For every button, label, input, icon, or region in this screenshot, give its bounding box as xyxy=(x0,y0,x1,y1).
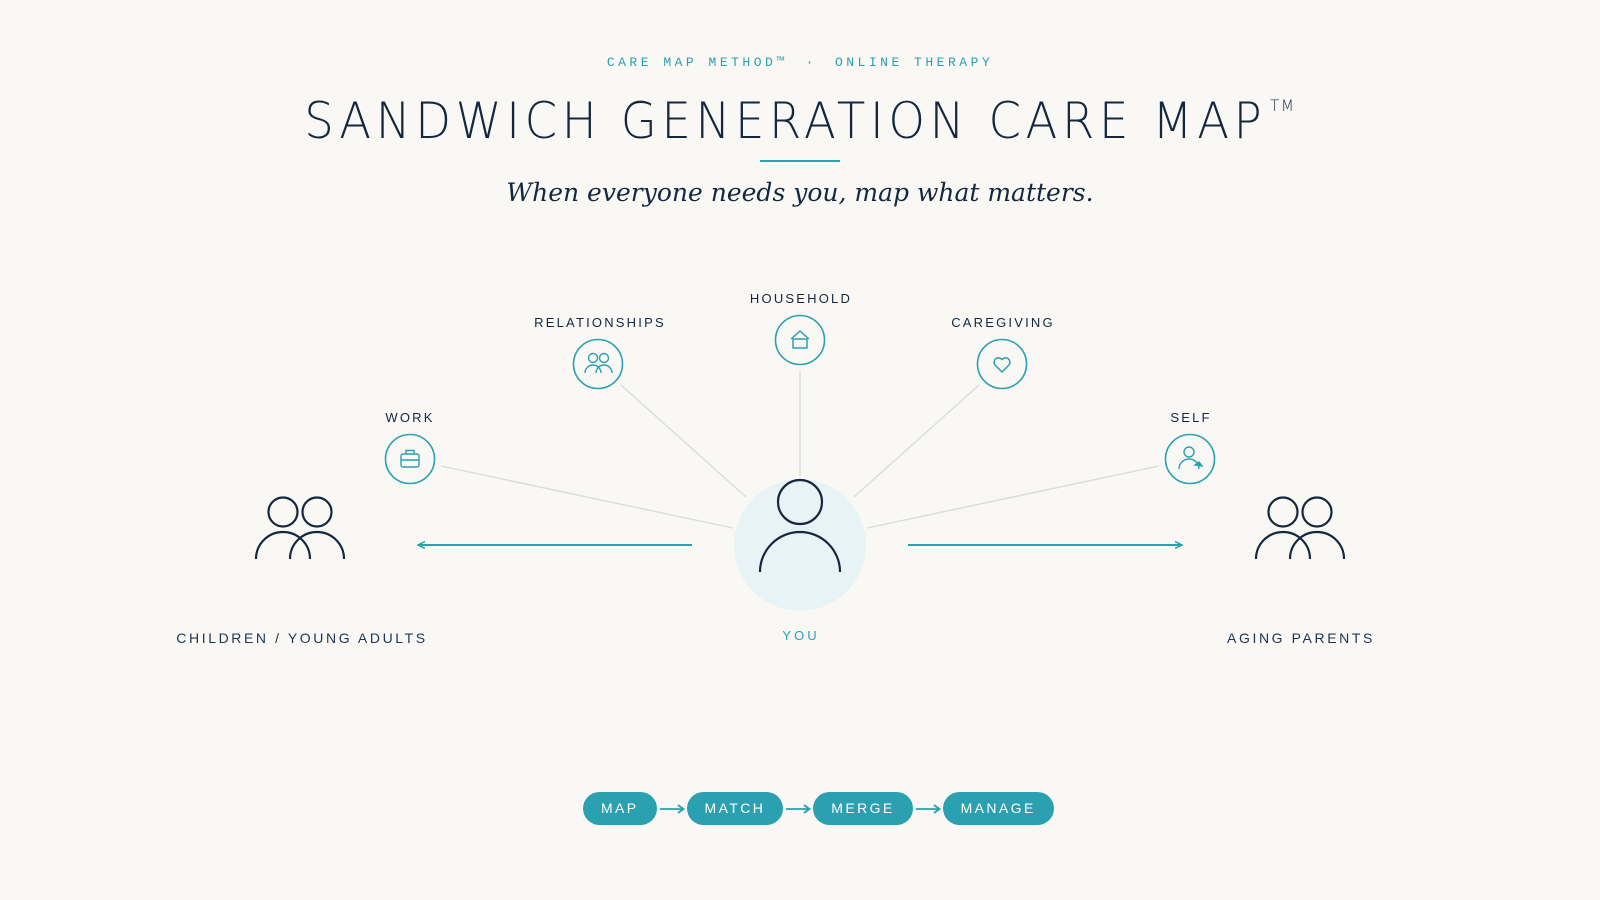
eyebrow: CARE MAP METHOD™ · ONLINE THERAPY xyxy=(0,55,1600,70)
connector-work xyxy=(440,465,734,529)
self-node xyxy=(1164,433,1216,485)
step-manage: MANAGE xyxy=(942,792,1054,825)
step-arrow-icon xyxy=(786,803,812,814)
connector-caregiving xyxy=(853,384,980,498)
step-map: MAP xyxy=(583,792,657,825)
connector-self xyxy=(866,465,1160,529)
trademark-mark: TM xyxy=(1270,96,1296,115)
person-icon xyxy=(758,478,842,573)
briefcase-icon xyxy=(400,449,420,468)
you-label: YOU xyxy=(782,628,820,643)
spoke-label-self: SELF xyxy=(1170,410,1212,425)
eyebrow-method: CARE MAP METHOD™ xyxy=(606,55,788,70)
step-arrow-icon xyxy=(915,803,941,814)
you-circle xyxy=(734,479,866,611)
title-underline xyxy=(760,160,840,162)
step-match: MATCH xyxy=(686,792,784,825)
step-merge: MERGE xyxy=(813,792,913,825)
you-node xyxy=(734,478,866,611)
couple-icon xyxy=(584,352,613,374)
parents-label: AGING PARENTS xyxy=(1227,630,1375,646)
work-node xyxy=(384,433,436,485)
heart-icon xyxy=(993,357,1011,373)
eyebrow-service: ONLINE THERAPY xyxy=(834,55,994,70)
step-arrow-icon xyxy=(659,803,685,814)
page-title: Sandwich Generation Care MapTM xyxy=(56,92,1544,150)
page-subtitle: When everyone needs you, map what matter… xyxy=(506,178,1094,207)
eyebrow-separator: · xyxy=(805,55,817,70)
spoke-label-work: WORK xyxy=(385,410,435,425)
spoke-label-relationships: RELATIONSHIPS xyxy=(534,315,666,330)
self-care-icon xyxy=(1178,446,1204,470)
children-people-icon xyxy=(254,496,346,560)
page-title-text: Sandwich Generation Care Map xyxy=(304,92,1267,150)
spoke-label-household: HOUSEHOLD xyxy=(749,291,853,306)
relationships-node xyxy=(572,338,624,390)
spoke-label-caregiving: CAREGIVING xyxy=(951,315,1055,330)
children-label: CHILDREN / YOUNG ADULTS xyxy=(176,630,428,646)
house-icon xyxy=(790,330,810,349)
household-node xyxy=(774,314,826,366)
caregiving-node xyxy=(976,338,1028,390)
parents-people-icon xyxy=(1254,496,1346,560)
connector-relationships xyxy=(620,384,747,498)
process-steps: MAP MATCH MERGE MANAGE xyxy=(583,792,1054,825)
